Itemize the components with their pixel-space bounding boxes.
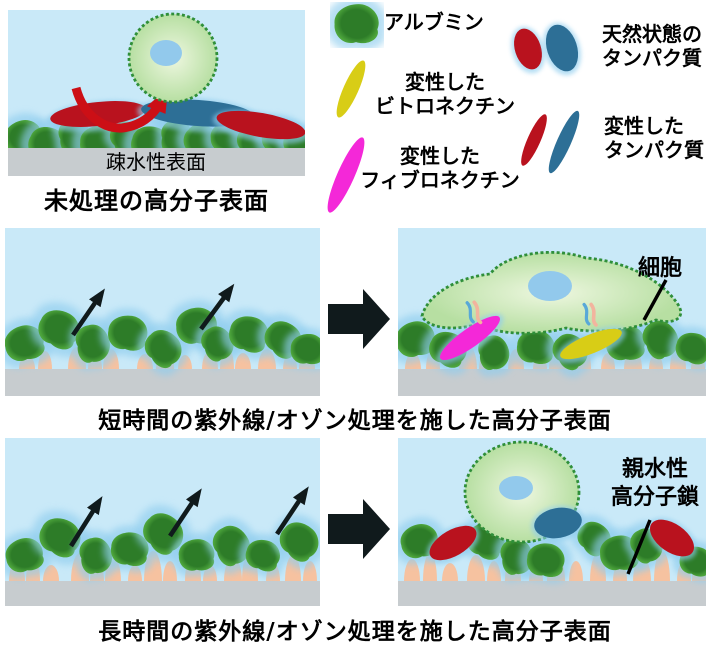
transition-arrow-icon	[328, 289, 390, 349]
legend: アルブミン 天然状態の タンパク質 変性した ビトロネクチン 変性した タンパク…	[318, 0, 710, 226]
native-proteins-icon	[511, 22, 582, 76]
panel-short-before	[5, 228, 320, 396]
desorption-arrows	[71, 283, 235, 337]
desorption-arrow-icon	[199, 283, 235, 331]
denatured-proteins-icon	[521, 110, 580, 174]
panel-long-after: 親水性 高分子鎖	[398, 438, 706, 606]
caption-long: 長時間の紫外線/オゾン処理を施した高分子表面	[98, 619, 612, 645]
caption-short: 短時間の紫外線/オゾン処理を施した高分子表面	[98, 408, 612, 434]
transition-arrow-icon	[328, 499, 390, 559]
flattened-red-protein	[50, 101, 146, 127]
denatured-fibronectin-anchor	[440, 315, 500, 361]
caption-untreated: 未処理の高分子表面	[44, 187, 269, 215]
legend-label-native-proteins: 天然状態の タンパク質	[602, 22, 702, 70]
cell-callout-line	[642, 279, 668, 321]
panel-long-before	[5, 438, 320, 606]
flattened-red-protein	[216, 110, 305, 140]
desorption-arrows	[69, 486, 309, 548]
legend-item-denatured-vitronectin	[326, 56, 376, 126]
legend-item-albumin	[330, 2, 384, 52]
legend-item-native-proteins	[506, 16, 602, 86]
panel-untreated: 疎水性表面	[8, 10, 305, 176]
native-blue-protein	[534, 507, 582, 539]
denatured-fibronectin-icon	[327, 137, 365, 213]
cell-nucleus	[499, 476, 533, 500]
cell-bounce-arrow-icon	[71, 86, 169, 133]
chain-label-line2: 高分子鎖	[611, 484, 700, 510]
legend-label-albumin: アルブミン	[384, 10, 484, 34]
chain-callout-line	[626, 519, 652, 575]
rounded-cell	[127, 12, 219, 104]
legend-label-denatured-vitronectin: 変性した ビトロネクチン	[375, 70, 515, 118]
substrate-bar	[398, 581, 706, 606]
substrate-bar	[398, 369, 706, 396]
legend-label-denatured-fibronectin: 変性した フィブロネクチン	[360, 144, 520, 192]
panel-short-after: 細胞	[398, 228, 706, 396]
native-red-protein	[650, 519, 694, 557]
desorption-arrow-icon	[69, 496, 103, 548]
denatured-vitronectin-anchor	[560, 328, 622, 360]
native-red-protein	[429, 525, 477, 561]
desorption-arrow-icon	[71, 288, 105, 337]
denatured-vitronectin-icon	[336, 60, 366, 118]
legend-item-denatured-proteins	[510, 102, 606, 186]
surface-label: 疎水性表面	[106, 150, 206, 174]
desorption-arrow-icon	[275, 486, 309, 536]
albumin-icon	[330, 2, 384, 48]
cell-label: 細胞	[638, 255, 682, 281]
chain-label-line1: 親水性	[622, 457, 688, 482]
cell-nucleus	[528, 271, 572, 301]
desorption-arrow-icon	[168, 488, 202, 538]
substrate-bar	[8, 148, 305, 176]
legend-label-denatured-proteins: 変性した タンパク質	[604, 114, 704, 162]
cell-nucleus	[150, 40, 182, 66]
legend-item-denatured-fibronectin	[318, 130, 374, 224]
substrate-bar	[5, 581, 320, 606]
